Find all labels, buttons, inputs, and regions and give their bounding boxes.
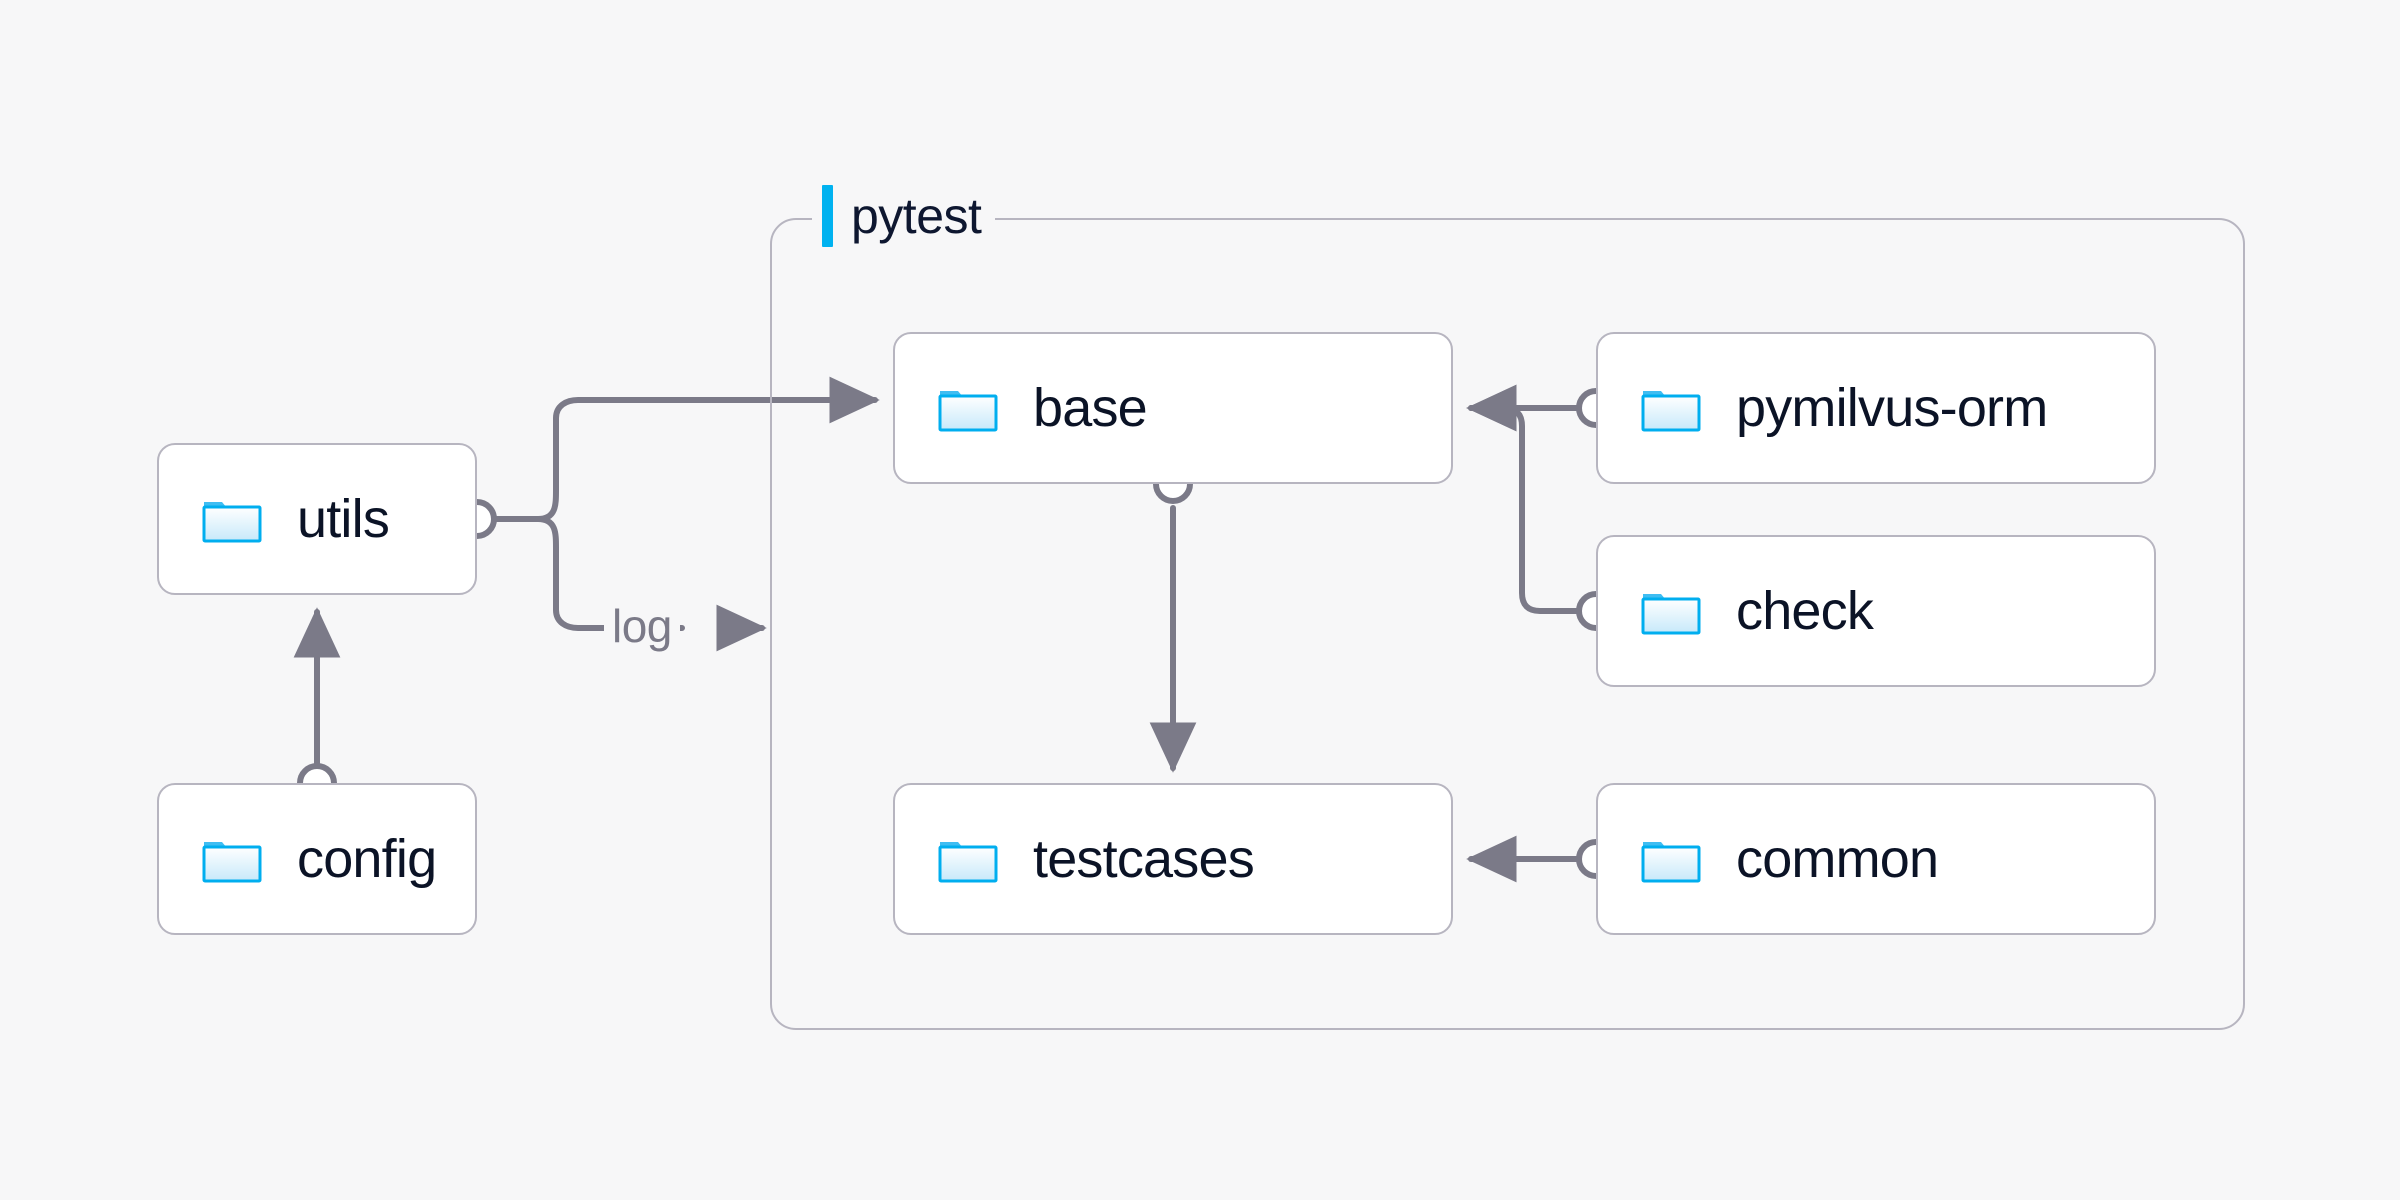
group-accent-bar xyxy=(822,185,833,247)
node-utils-label: utils xyxy=(297,489,390,549)
group-title-text: pytest xyxy=(851,188,982,244)
node-common-label: common xyxy=(1736,829,1939,889)
node-base-label: base xyxy=(1033,378,1148,438)
folder-icon xyxy=(202,842,262,883)
folder-icon xyxy=(938,391,998,432)
node-config-label: config xyxy=(297,829,437,889)
edge-label-log: log xyxy=(604,603,680,649)
folder-icon xyxy=(1641,594,1701,635)
node-testcases[interactable]: testcases xyxy=(893,783,1453,935)
folder-icon xyxy=(1641,391,1701,432)
node-config[interactable]: config xyxy=(157,783,477,935)
node-pymilvus-orm[interactable]: pymilvus-orm xyxy=(1596,332,2156,484)
node-common[interactable]: common xyxy=(1596,783,2156,935)
node-check-label: check xyxy=(1736,581,1874,641)
folder-icon xyxy=(202,502,262,543)
node-check[interactable]: check xyxy=(1596,535,2156,687)
node-utils[interactable]: utils xyxy=(157,443,477,595)
group-pytest-label: pytest xyxy=(812,184,996,248)
folder-icon xyxy=(938,842,998,883)
group-pytest[interactable] xyxy=(770,218,2245,1030)
folder-icon xyxy=(1641,842,1701,883)
node-testcases-label: testcases xyxy=(1033,829,1255,889)
node-base[interactable]: base xyxy=(893,332,1453,484)
node-pymilvus-orm-label: pymilvus-orm xyxy=(1736,378,2048,438)
